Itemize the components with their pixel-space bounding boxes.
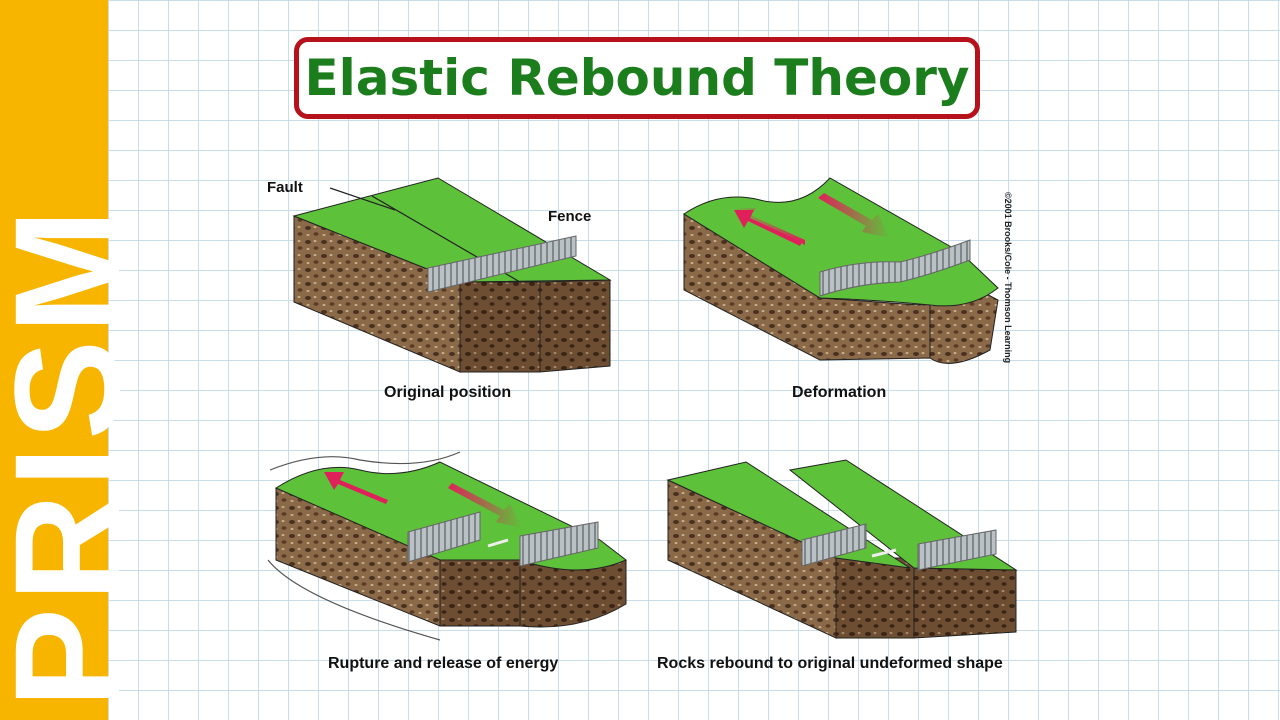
block-deformation <box>684 178 998 363</box>
fence-label: Fence <box>548 208 591 225</box>
caption-original-position: Original position <box>384 384 511 402</box>
caption-rebound: Rocks rebound to original undeformed sha… <box>657 655 1003 673</box>
block-rupture <box>268 452 626 640</box>
copyright-text: ©2001 Brooks/Cole - Thomson Learning <box>1003 192 1013 363</box>
block-rebound <box>668 460 1016 638</box>
caption-rupture: Rupture and release of energy <box>328 655 558 673</box>
fault-label: Fault <box>267 179 303 196</box>
caption-deformation: Deformation <box>792 384 886 402</box>
